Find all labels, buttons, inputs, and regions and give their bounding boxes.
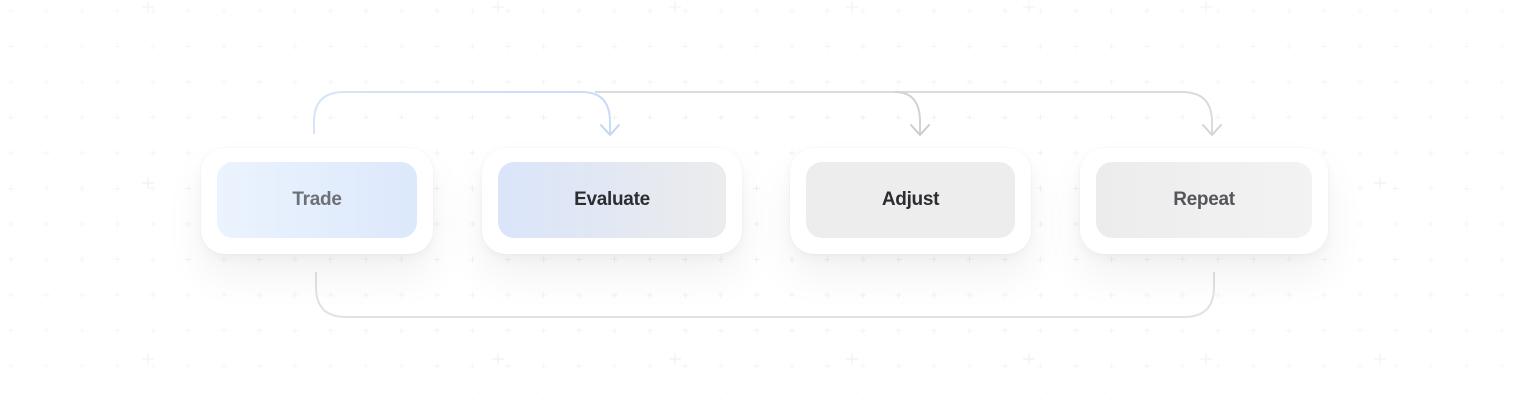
connector-repeat-loop-back (315, 272, 1215, 318)
step-card-adjust-fill: Adjust (806, 162, 1015, 238)
step-card-adjust: Adjust (790, 148, 1031, 254)
step-label-evaluate: Evaluate (574, 189, 650, 210)
step-label-adjust: Adjust (881, 189, 940, 210)
arrow-down-icon (600, 124, 620, 136)
step-label-trade: Trade (292, 189, 342, 210)
connector-repeat-arc (595, 91, 1213, 134)
arrow-down-icon (1202, 124, 1222, 136)
step-card-evaluate: Evaluate (482, 148, 742, 254)
connector-adjust-arc (894, 91, 921, 134)
step-card-evaluate-fill: Evaluate (498, 162, 726, 238)
step-card-trade: Trade (201, 148, 433, 254)
arrow-down-icon (910, 124, 930, 136)
step-label-repeat: Repeat (1173, 189, 1235, 210)
step-card-trade-fill: Trade (217, 162, 417, 238)
step-card-repeat-fill: Repeat (1096, 162, 1312, 238)
connector-trade-to-evaluate (313, 91, 611, 134)
step-card-repeat: Repeat (1080, 148, 1328, 254)
